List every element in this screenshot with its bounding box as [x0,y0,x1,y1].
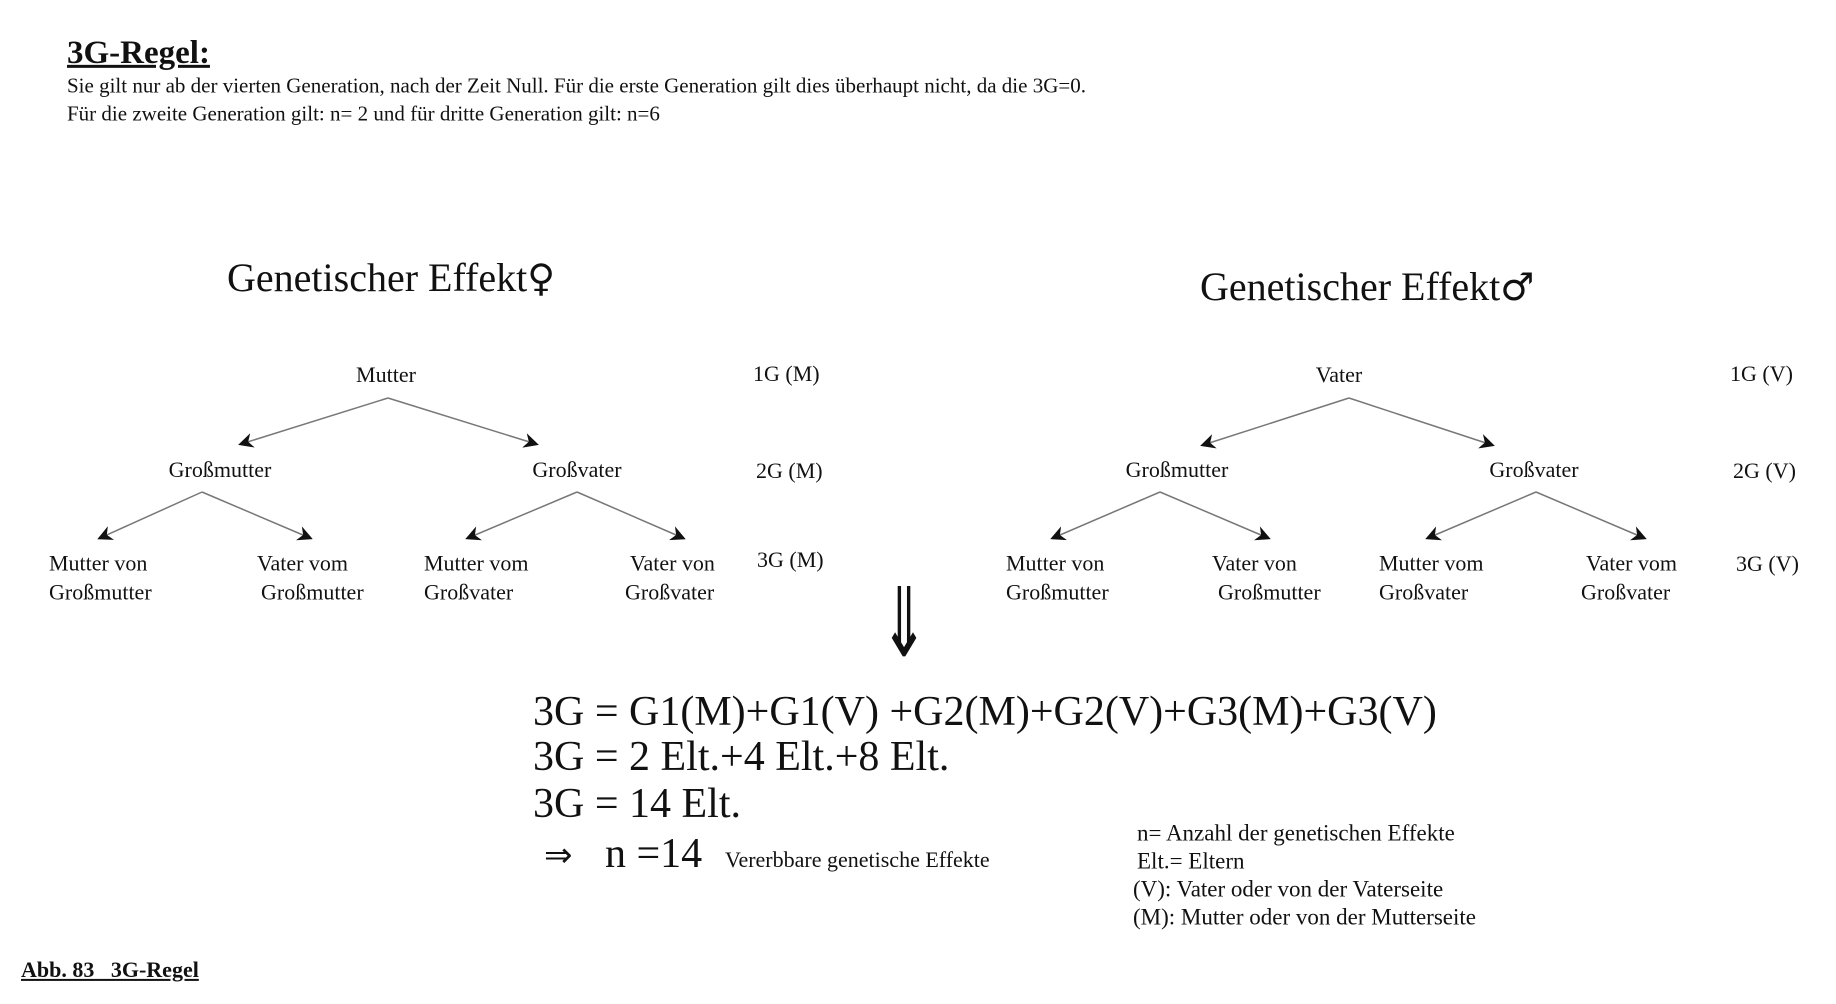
node-vater: Vater [1315,361,1363,387]
connector-line [1159,491,1271,541]
legend-item: (V): Vater oder von der Vaterseite [1133,876,1444,902]
female-symbol-icon: ♀ [527,256,556,300]
result-note: Vererbbare genetische Effekte [725,846,990,872]
equation-1: 3G = G1(M)+G1(V) +G2(M)+G2(V)+G3(M)+G3(V… [533,688,1437,735]
connector-line [201,491,313,541]
connector-line [1050,491,1161,541]
result: n =14 [605,830,703,877]
gen-label: 3G (M) [757,546,824,572]
page-title: 3G-Regel: [67,34,210,71]
gen-label: 1G (V) [1730,360,1793,386]
connector-line [1425,491,1537,541]
gen-label: 2G (M) [756,457,823,483]
node-mutter: Mutter [356,361,416,387]
connector-line [576,491,686,541]
equation-2: 3G = 2 Elt.+4 Elt.+8 Elt. [533,733,950,780]
gen-label: 2G (V) [1733,457,1796,483]
connector-line [238,397,389,448]
male-heading: Genetischer Effekt♂ [1200,265,1534,309]
equation-3: 3G = 14 Elt. [533,780,742,827]
double-down-arrow-icon: ⇓ [879,567,929,680]
figure-caption: Abb. 83 3G-Regel [21,956,199,982]
connector-line [465,491,578,541]
legend-item: (M): Mutter oder von der Mutterseite [1133,904,1476,930]
gen-label: 1G (M) [753,360,820,386]
node-grossmutter: Großmutter [168,456,272,482]
intro-line-2: Für die zweite Generation gilt: n= 2 und… [67,101,660,126]
node-grossvater: Großvater [532,456,622,482]
connector-line [1535,491,1647,541]
female-heading-text: Genetischer Effekt [227,255,528,300]
connector-line [1348,397,1495,449]
connector-line [387,397,539,448]
male-symbol-icon: ♂ [1500,265,1535,309]
implies-arrow-icon: ⇒ [544,835,573,876]
node-grossvater: Großvater [1489,456,1579,482]
connector-line [97,491,203,540]
intro-line-1: Sie gilt nur ab der vierten Generation, … [67,73,1086,98]
legend-item: n= Anzahl der genetischen Effekte [1137,820,1455,846]
female-heading: Genetischer Effekt♀ [227,256,555,300]
male-heading-text: Genetischer Effekt [1200,264,1501,309]
node-grossmutter: Großmutter [1125,456,1229,482]
legend-item: Elt.= Eltern [1137,848,1245,874]
gen-label: 3G (V) [1736,550,1799,576]
connector-line [1200,397,1350,449]
